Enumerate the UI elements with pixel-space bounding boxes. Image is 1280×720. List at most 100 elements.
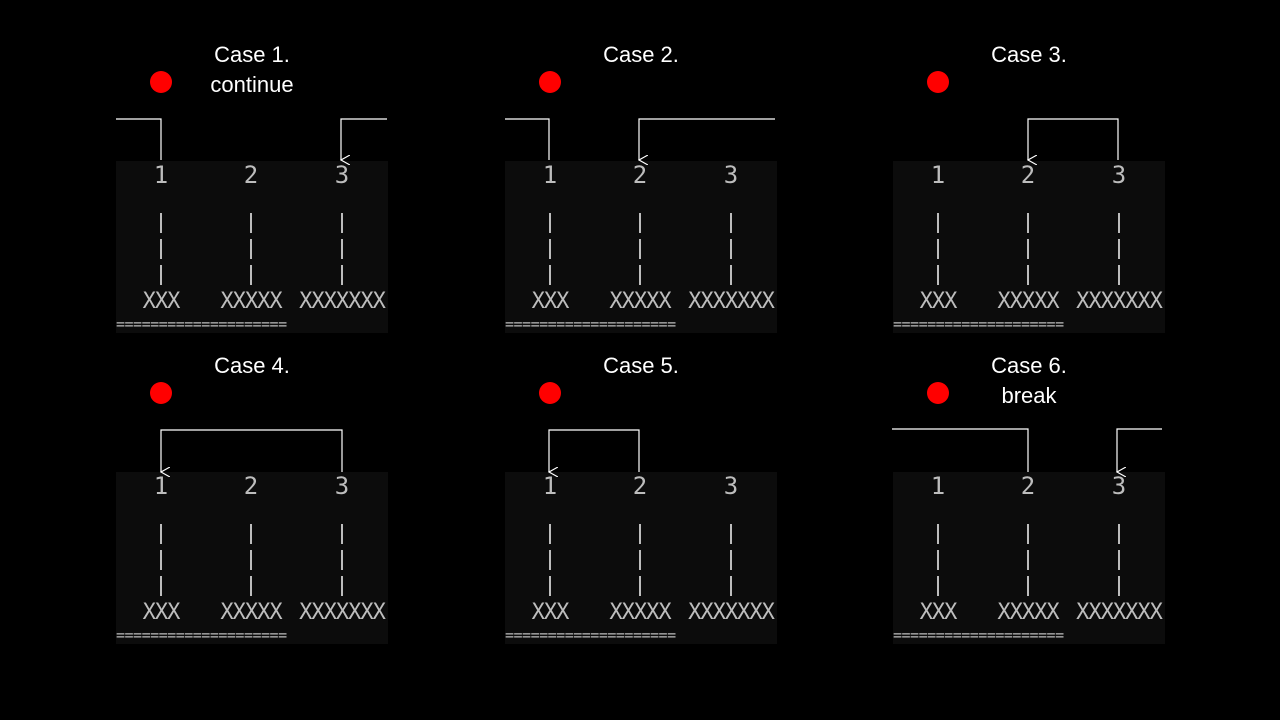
pole-segment xyxy=(1027,213,1029,233)
case-subtitle: break xyxy=(1001,383,1057,408)
pole-segment xyxy=(937,550,939,570)
peg-label: 2 xyxy=(243,472,259,500)
base-line: ==================== xyxy=(505,626,676,644)
peg-label: 1 xyxy=(542,472,558,500)
pole-segment xyxy=(730,265,732,285)
pole-segment xyxy=(160,550,162,570)
disk: XXX xyxy=(919,600,958,625)
base-line: ==================== xyxy=(116,626,287,644)
disk: XXXXXXX xyxy=(299,289,386,314)
disk: XXXXX xyxy=(609,289,671,314)
pole-segment xyxy=(341,265,343,285)
red-dot-icon xyxy=(150,71,172,93)
red-dot-icon xyxy=(150,382,172,404)
disk: XXX xyxy=(919,289,958,314)
pole-segment xyxy=(250,576,252,596)
disk: XXX xyxy=(142,600,181,625)
pole-segment xyxy=(639,576,641,596)
pole-segment xyxy=(250,213,252,233)
pole-segment xyxy=(730,576,732,596)
pole-segment xyxy=(937,239,939,259)
pole-segment xyxy=(1027,239,1029,259)
pole-segment xyxy=(730,213,732,233)
pole-segment xyxy=(549,213,551,233)
pole-segment xyxy=(160,265,162,285)
red-dot-icon xyxy=(539,71,561,93)
case-title: Case 1. xyxy=(214,42,290,67)
pole-segment xyxy=(549,550,551,570)
pole-segment xyxy=(160,239,162,259)
base-line: ==================== xyxy=(893,315,1064,333)
disk: XXXXXXX xyxy=(1076,289,1163,314)
peg-label: 3 xyxy=(723,161,739,189)
pole-segment xyxy=(160,524,162,544)
red-dot-icon xyxy=(927,382,949,404)
pole-segment xyxy=(1027,576,1029,596)
pole-segment xyxy=(639,213,641,233)
pole-segment xyxy=(250,550,252,570)
pole-segment xyxy=(1118,213,1120,233)
pole-segment xyxy=(160,576,162,596)
pole-segment xyxy=(250,524,252,544)
peg-label: 1 xyxy=(153,161,169,189)
disk: XXXXXXX xyxy=(688,289,775,314)
peg-label: 3 xyxy=(1111,472,1127,500)
pole-segment xyxy=(1118,550,1120,570)
pole-segment xyxy=(639,239,641,259)
pole-segment xyxy=(250,239,252,259)
pole-segment xyxy=(937,576,939,596)
pole-segment xyxy=(549,576,551,596)
pole-segment xyxy=(639,524,641,544)
case-subtitle: continue xyxy=(210,72,294,97)
disk: XXXXXXX xyxy=(1076,600,1163,625)
case-title: Case 2. xyxy=(603,42,679,67)
pole-segment xyxy=(341,576,343,596)
pole-segment xyxy=(549,265,551,285)
disk: XXXXX xyxy=(220,600,282,625)
pole-segment xyxy=(1118,524,1120,544)
peg-label: 3 xyxy=(334,472,350,500)
red-dot-icon xyxy=(539,382,561,404)
case-title: Case 5. xyxy=(603,353,679,378)
pole-segment xyxy=(730,550,732,570)
base-line: ==================== xyxy=(893,626,1064,644)
pole-segment xyxy=(730,524,732,544)
peg-label: 2 xyxy=(1020,161,1036,189)
pole-segment xyxy=(341,550,343,570)
disk: XXXXX xyxy=(220,289,282,314)
pole-segment xyxy=(937,265,939,285)
peg-label: 2 xyxy=(632,472,648,500)
pole-segment xyxy=(730,239,732,259)
peg-label: 3 xyxy=(1111,161,1127,189)
peg-label: 3 xyxy=(334,161,350,189)
pole-segment xyxy=(341,524,343,544)
pole-segment xyxy=(937,524,939,544)
pole-segment xyxy=(1027,524,1029,544)
peg-label: 1 xyxy=(542,161,558,189)
disk: XXXXX xyxy=(997,289,1059,314)
pole-segment xyxy=(937,213,939,233)
disk: XXXXX xyxy=(609,600,671,625)
disk: XXX xyxy=(531,289,570,314)
peg-label: 1 xyxy=(153,472,169,500)
disk: XXX xyxy=(142,289,181,314)
disk: XXXXXXX xyxy=(688,600,775,625)
disk: XXXXX xyxy=(997,600,1059,625)
peg-label: 1 xyxy=(930,161,946,189)
pole-segment xyxy=(639,265,641,285)
pole-segment xyxy=(1027,550,1029,570)
base-line: ==================== xyxy=(505,315,676,333)
pole-segment xyxy=(250,265,252,285)
pole-segment xyxy=(639,550,641,570)
base-line: ==================== xyxy=(116,315,287,333)
